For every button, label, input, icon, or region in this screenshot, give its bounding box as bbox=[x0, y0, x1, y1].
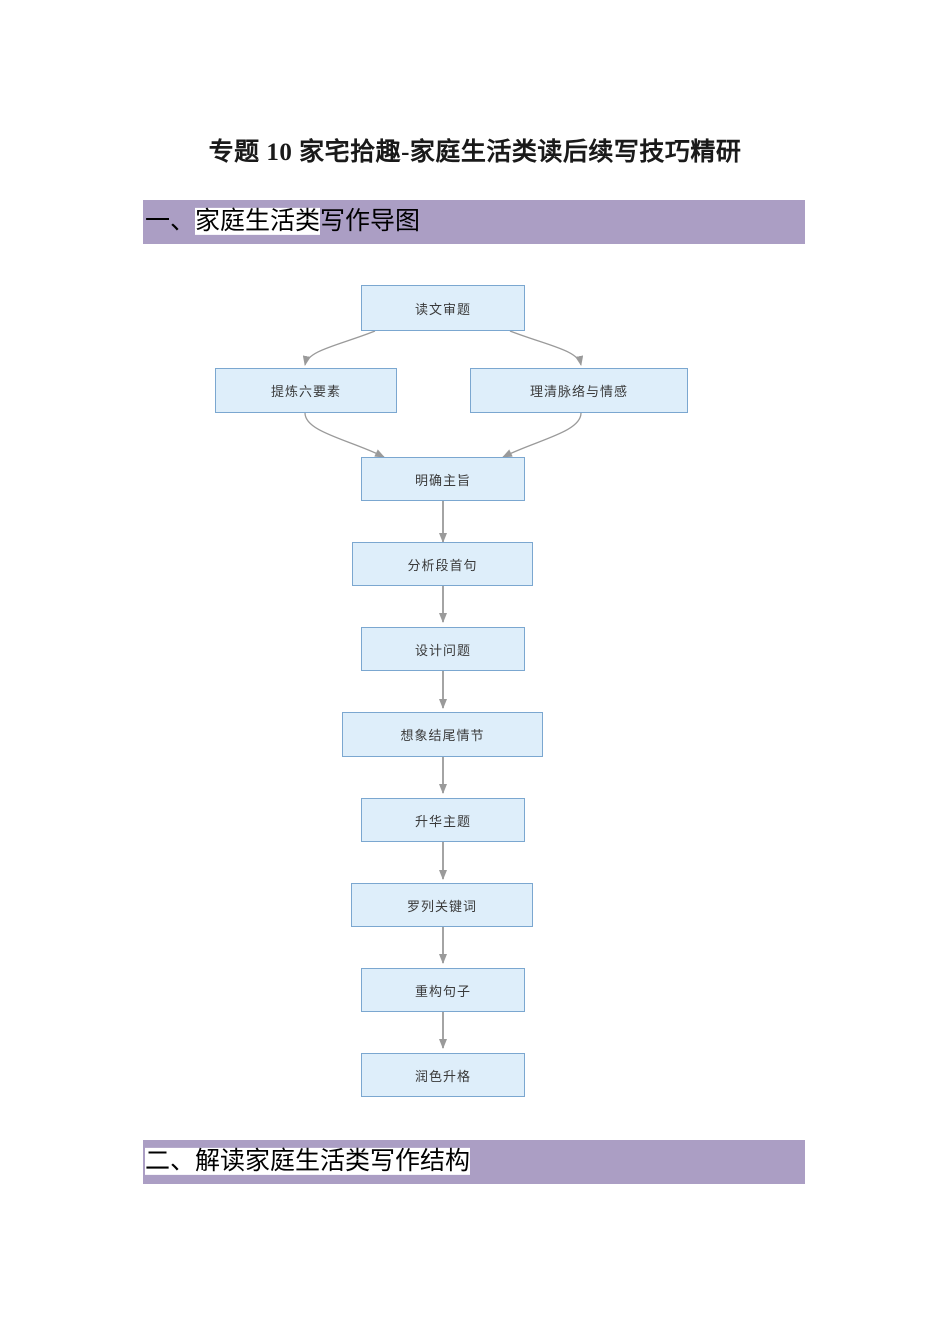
flow-node-clarify-theme[interactable]: 明确主旨 bbox=[361, 457, 525, 501]
flow-node-label: 理清脉络与情感 bbox=[529, 385, 628, 400]
edge-n1-n2 bbox=[302, 330, 376, 366]
flow-node-label: 润色升格 bbox=[414, 1069, 471, 1085]
section-heading-2-text: 二、解读家庭生活类写作结构 bbox=[145, 1147, 471, 1175]
section-heading-band-1: 一、家庭生活类写作导图 bbox=[143, 200, 805, 244]
edge-n1-n3 bbox=[509, 330, 584, 366]
flow-node-label: 明确主旨 bbox=[414, 473, 471, 489]
flow-node-polish-upgrade[interactable]: 润色升格 bbox=[361, 1053, 525, 1097]
flow-node-elevate-theme[interactable]: 升华主题 bbox=[361, 798, 525, 842]
section-heading-band-2: 二、解读家庭生活类写作结构 bbox=[143, 1140, 805, 1184]
flow-node-label: 重构句子 bbox=[414, 984, 471, 1000]
flow-node-label: 提炼六要素 bbox=[270, 385, 341, 400]
section-2-number: 二、解读 bbox=[145, 1147, 246, 1175]
flow-node-extract-six-elements[interactable]: 提炼六要素 bbox=[215, 368, 397, 413]
flow-node-reconstruct-sentences[interactable]: 重构句子 bbox=[361, 968, 525, 1012]
flow-node-label: 想象结尾情节 bbox=[400, 729, 485, 744]
flow-node-read-comprehension[interactable]: 读文审题 bbox=[361, 285, 525, 331]
flow-node-label: 升华主题 bbox=[414, 814, 471, 830]
section-1-highlight: 家庭生活类 bbox=[195, 207, 321, 235]
flow-node-analyze-first-sentences[interactable]: 分析段首句 bbox=[352, 542, 533, 586]
flow-node-label: 设计问题 bbox=[414, 643, 471, 659]
flow-node-label: 分析段首句 bbox=[407, 558, 478, 574]
section-2-tail: 写作结构 bbox=[370, 1147, 471, 1175]
flow-node-design-questions[interactable]: 设计问题 bbox=[361, 627, 525, 671]
flow-node-label: 罗列关键词 bbox=[406, 899, 477, 915]
flow-node-list-keywords[interactable]: 罗列关键词 bbox=[351, 883, 533, 927]
edge-n3-n4 bbox=[502, 412, 582, 458]
flow-node-imagine-ending[interactable]: 想象结尾情节 bbox=[342, 712, 543, 757]
page-title: 专题 10 家宅拾趣-家庭生活类读后续写技巧精研 bbox=[208, 139, 742, 166]
edge-n2-n4 bbox=[304, 412, 385, 458]
flow-node-clarify-plot-emotion[interactable]: 理清脉络与情感 bbox=[470, 368, 688, 413]
section-1-tail: 写作导图 bbox=[320, 207, 421, 235]
flow-node-label: 读文审题 bbox=[414, 302, 471, 318]
section-heading-1-text: 一、家庭生活类写作导图 bbox=[145, 207, 421, 235]
section-2-highlight: 家庭生活类 bbox=[245, 1147, 371, 1175]
section-1-number: 一、 bbox=[145, 207, 196, 235]
